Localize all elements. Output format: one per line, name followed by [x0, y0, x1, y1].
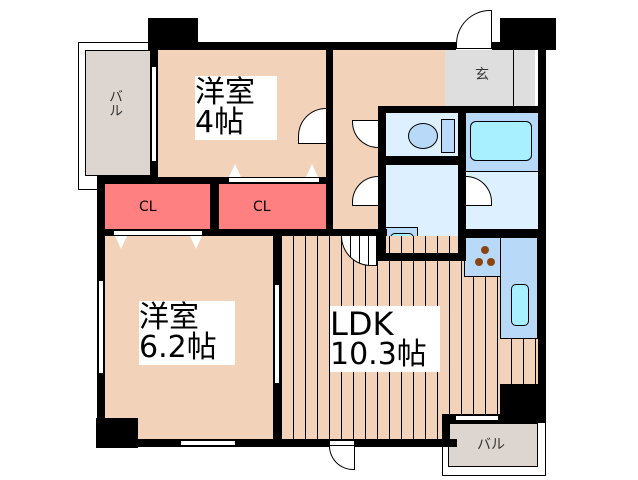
door-marker-icon [229, 164, 241, 177]
wall [210, 177, 219, 236]
balcony-right-label: バル [477, 437, 505, 453]
western-room-6-2-label: 洋室 6.2帖 [139, 301, 235, 365]
window [151, 66, 157, 162]
door-marker-icon [115, 236, 127, 249]
western-room-4-size: 4帖 [195, 105, 245, 140]
bathroom [466, 113, 538, 171]
kitchen-counter [500, 237, 538, 339]
window [180, 440, 236, 446]
balcony-right: バル [448, 423, 538, 467]
wall [378, 106, 386, 261]
closet-door[interactable] [113, 230, 203, 236]
window [98, 280, 104, 374]
door-marker-icon [306, 164, 318, 177]
closet-door[interactable] [228, 177, 320, 183]
western-room-4-label: 洋室 4帖 [195, 76, 277, 140]
closet-1-label: CL [139, 199, 157, 215]
burner-icon [487, 258, 495, 266]
ldk-name: LDK [330, 305, 394, 343]
pillar [500, 384, 546, 422]
pillar [500, 18, 556, 50]
toilet [386, 113, 458, 156]
entrance: 玄 [445, 50, 535, 106]
burner-icon [475, 258, 483, 266]
toilet-bowl-icon [408, 123, 438, 149]
ldk-right-strip [500, 338, 538, 388]
ldk-label: LDK 10.3帖 [330, 306, 440, 372]
balcony-left: バル [85, 50, 153, 176]
wall [458, 229, 546, 237]
western-room-6-2-size: 6.2帖 [139, 330, 217, 365]
wall [538, 42, 546, 398]
entrance-label: 玄 [475, 67, 489, 83]
closet-2: CL [219, 184, 326, 229]
closet-1: CL [105, 184, 210, 229]
bathtub-icon [470, 121, 532, 161]
western-room-4-name: 洋室 [195, 75, 255, 110]
kitchen-stove [464, 237, 502, 277]
wall [150, 42, 456, 50]
wall [378, 253, 466, 261]
wall [97, 229, 387, 236]
closet-2-label: CL [253, 199, 271, 215]
front-door[interactable] [329, 446, 355, 470]
door-marker-icon [190, 236, 202, 249]
kitchen-sink-icon [511, 284, 529, 326]
wall [378, 156, 466, 165]
western-room-6-2-name: 洋室 [139, 300, 199, 335]
wall [458, 106, 466, 261]
wall [442, 414, 450, 447]
wall [97, 439, 457, 447]
balcony-left-label: バル [107, 89, 123, 117]
wall [326, 42, 333, 236]
entrance-door[interactable] [456, 10, 492, 44]
entrance-divider [513, 50, 514, 106]
ldk-size: 10.3帖 [330, 337, 427, 372]
burner-icon [481, 246, 489, 254]
window [274, 284, 280, 384]
toilet-tank-icon [441, 119, 455, 153]
ldk-kitchen-strip [378, 260, 464, 300]
window [455, 415, 499, 421]
